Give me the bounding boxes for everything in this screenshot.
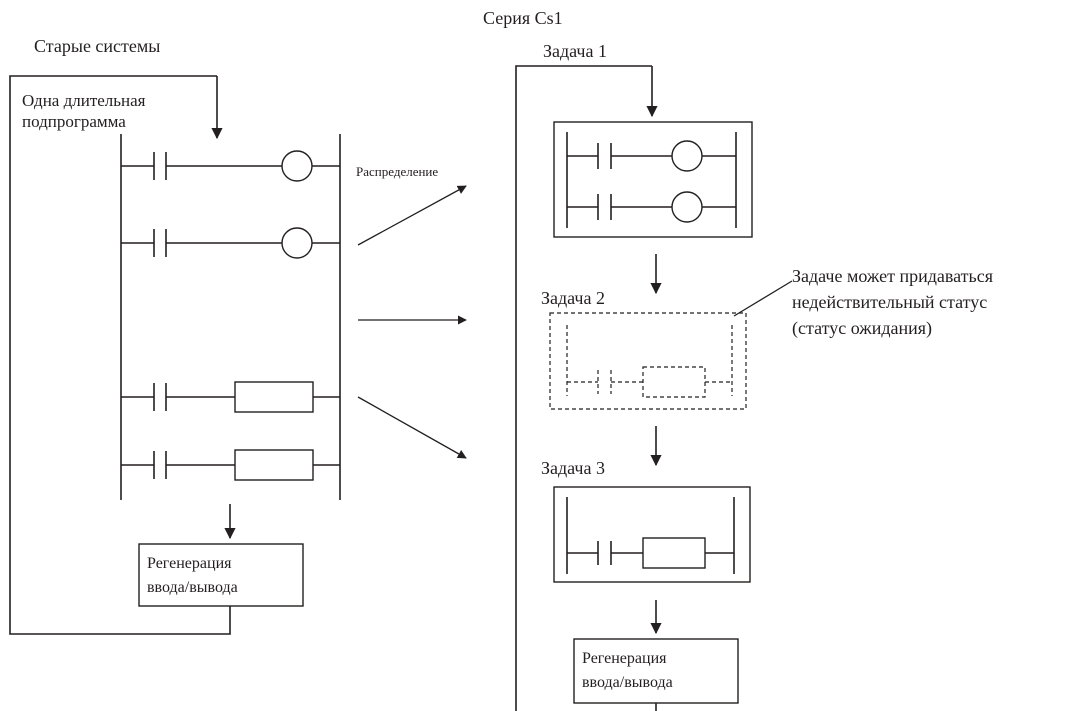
task3-label: Задача 3 [541, 458, 605, 478]
instruction-block-icon [234, 449, 314, 481]
ladder-rung-coil [121, 227, 340, 259]
io-refresh-cs1-line2: ввода/вывода [582, 674, 673, 691]
old-systems-title: Старые системы [34, 36, 160, 56]
cs1-scan-loop-line [515, 65, 652, 711]
instruction-block-icon [234, 381, 314, 413]
note-leader-line [733, 280, 793, 317]
coil-icon [281, 227, 313, 259]
note-line2: недействительный статус [792, 292, 987, 312]
old-systems-section: Старые системы Одна длительная подпрогра… [9, 36, 341, 635]
coil-icon [281, 150, 313, 182]
scan-loop-line [9, 75, 231, 635]
io-refresh-box-old [138, 543, 304, 607]
coil-icon [671, 140, 703, 172]
io-refresh-cs1-line1: Регенерация [582, 650, 667, 667]
task1-block [553, 121, 753, 238]
task2-block-standby [549, 312, 747, 410]
io-refresh-old-line1: Регенерация [147, 555, 232, 572]
task1-label: Задача 1 [543, 41, 607, 61]
coil-icon [671, 191, 703, 223]
ladder-rung-instruction [121, 449, 340, 481]
distribution-arrow-up [357, 185, 467, 246]
distribution-label: Распределение [356, 164, 438, 179]
cs1-section: Серия Cs1 Задача 1 Задача 2 [483, 8, 993, 711]
ladder-rung-instruction [121, 381, 340, 413]
io-refresh-box-cs1 [573, 638, 739, 704]
note-line3: (статус ожидания) [792, 318, 932, 339]
ladder-program [120, 134, 341, 500]
instruction-block-icon [642, 366, 706, 398]
task3-block [553, 486, 751, 583]
io-refresh-old-line2: ввода/вывода [147, 579, 238, 596]
task2-label: Задача 2 [541, 288, 605, 308]
ladder-rung-coil [121, 150, 340, 182]
program-label-line2: подпрограмма [22, 112, 126, 131]
distribution-section: Распределение [356, 164, 467, 459]
note-line1: Задаче может придаваться [792, 266, 993, 286]
program-label-line1: Одна длительная [22, 91, 146, 110]
distribution-arrow-down [357, 396, 467, 459]
instruction-block-icon [642, 537, 706, 569]
cs1-title: Серия Cs1 [483, 8, 563, 28]
